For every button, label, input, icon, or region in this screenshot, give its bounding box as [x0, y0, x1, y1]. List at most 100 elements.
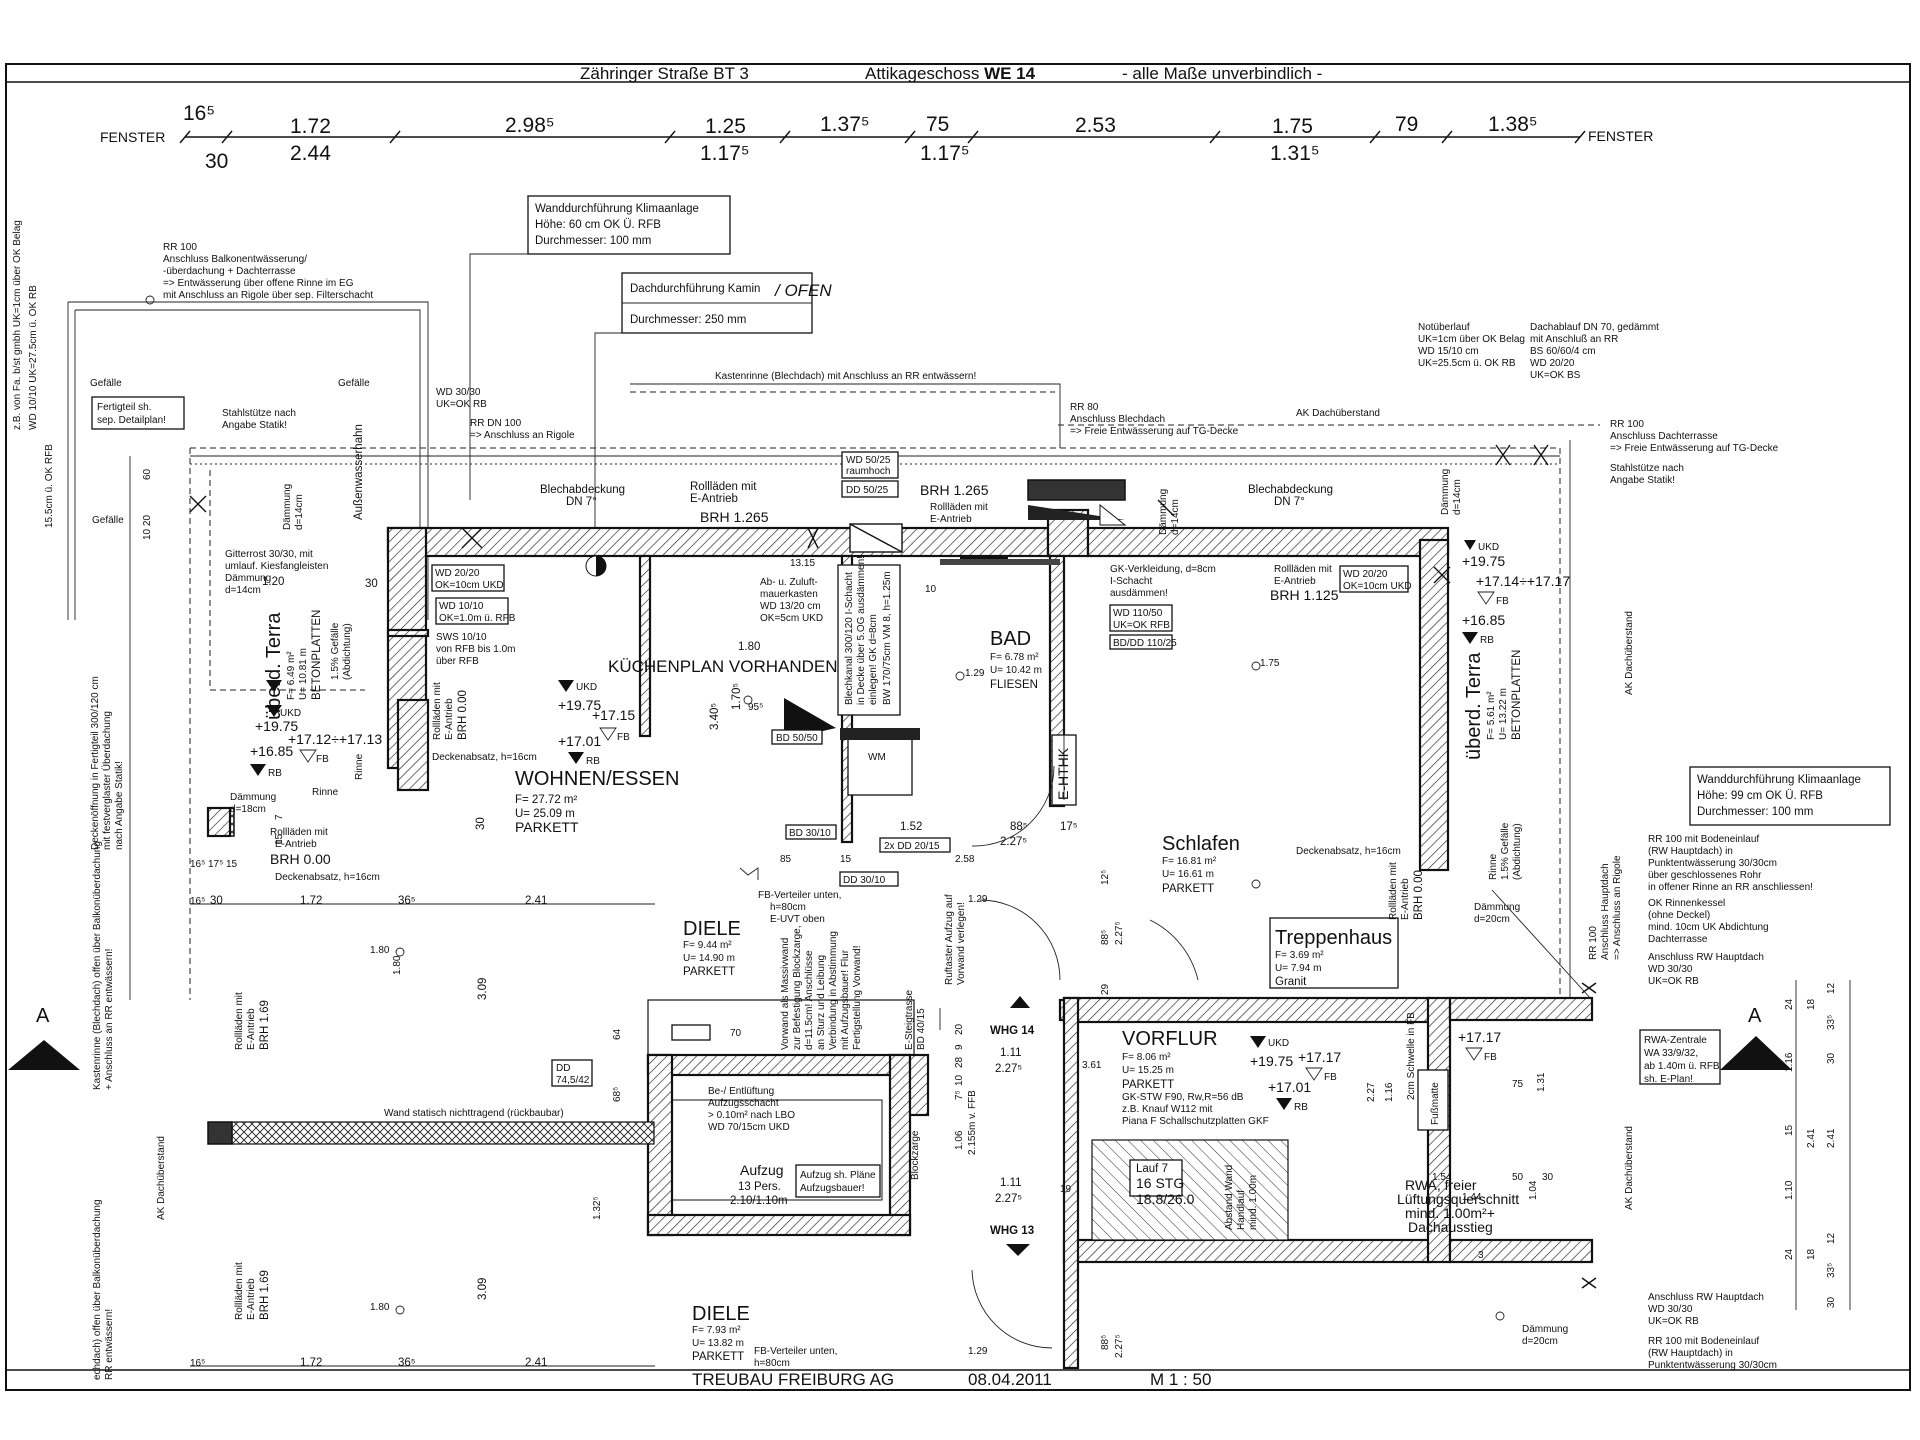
svg-text:+17.14÷+17.17: +17.14÷+17.17: [1476, 573, 1570, 589]
svg-text:1.29: 1.29: [968, 894, 988, 905]
svg-text:F= 3.69 m²: F= 3.69 m²: [1275, 950, 1324, 961]
svg-text:(Abdichtung): (Abdichtung): [1512, 823, 1523, 880]
svg-text:Durchmesser: 100 mm: Durchmesser: 100 mm: [1697, 806, 1813, 818]
note-left-vertical-3: 15.5cm ü. OK RFB: [44, 444, 55, 528]
svg-text:mit Aufzugsbauer! Flur: mit Aufzugsbauer! Flur: [840, 949, 851, 1050]
svg-text:Aufzug sh. Pläne: Aufzug sh. Pläne: [800, 1170, 876, 1181]
svg-text:2.27⁵: 2.27⁵: [1000, 836, 1027, 848]
svg-text:1.80: 1.80: [370, 1302, 390, 1313]
svg-text:d=20cm: d=20cm: [1474, 914, 1510, 925]
svg-text:OK=10cm UKD: OK=10cm UKD: [435, 580, 504, 591]
svg-text:=> Freie Entwässerung auf TG-D: => Freie Entwässerung auf TG-Decke: [1610, 443, 1779, 454]
svg-text:+17.01: +17.01: [558, 733, 601, 749]
note-rr100-top: RR 100 Anschluss Balkonentwässerung/ -üb…: [145, 242, 373, 305]
roof-edges: [67, 301, 1600, 1005]
svg-text:UK=25.5cm ü. OK RB: UK=25.5cm ü. OK RB: [1418, 358, 1516, 369]
svg-text:Wand statisch nichttragend (rü: Wand statisch nichttragend (rückbaubar): [384, 1108, 564, 1119]
svg-text:1.16: 1.16: [1384, 1082, 1395, 1102]
svg-text:E-Antrieb: E-Antrieb: [1274, 576, 1316, 587]
svg-text:FB: FB: [617, 732, 630, 743]
svg-text:UKD: UKD: [1478, 542, 1499, 553]
fb-verteiler-2-line2: h=80cm: [754, 1358, 790, 1369]
svg-text:WD 20/20: WD 20/20: [1530, 358, 1575, 369]
svg-text:(Abdichtung): (Abdichtung): [342, 623, 353, 680]
svg-text:+16.85: +16.85: [1462, 612, 1505, 628]
svg-text:30: 30: [475, 817, 487, 830]
svg-text:36⁵: 36⁵: [398, 1357, 416, 1369]
svg-text:PARKETT: PARKETT: [1122, 1079, 1174, 1091]
svg-text:WD 30/30: WD 30/30: [1648, 964, 1693, 975]
svg-text:3: 3: [1478, 1250, 1484, 1261]
svg-text:BRH 1.265: BRH 1.265: [920, 482, 989, 498]
svg-text:2.58: 2.58: [955, 854, 975, 865]
svg-text:16⁵: 16⁵: [190, 1358, 205, 1369]
svg-text:15: 15: [840, 854, 852, 865]
svg-text:WD 50/25: WD 50/25: [846, 455, 891, 466]
svg-text:64: 64: [612, 1028, 623, 1040]
svg-text:E-Antrieb: E-Antrieb: [444, 698, 455, 740]
svg-text:=> Entwässerung über offene Ri: => Entwässerung über offene Rinne im EG: [163, 278, 354, 289]
svg-text:Rinne: Rinne: [312, 787, 339, 798]
svg-text:13.15: 13.15: [790, 558, 815, 569]
svg-text:18.8/26.0: 18.8/26.0: [1136, 1191, 1195, 1207]
svg-text:75: 75: [1512, 1079, 1524, 1090]
svg-text:30: 30: [1826, 1296, 1837, 1308]
svg-text:U= 10.42 m: U= 10.42 m: [990, 665, 1042, 676]
svg-text:E-Antrieb: E-Antrieb: [275, 839, 317, 850]
svg-text:ausdämmen!: ausdämmen!: [1110, 588, 1168, 599]
svg-text:E-Antrieb: E-Antrieb: [1400, 878, 1411, 920]
svg-text:einlegen! GK d=8cm: einlegen! GK d=8cm: [868, 614, 879, 705]
svg-text:2.10/1.10m: 2.10/1.10m: [730, 1195, 788, 1207]
svg-text:Dämmung: Dämmung: [225, 573, 271, 584]
svg-text:F= 8.06 m²: F= 8.06 m²: [1122, 1052, 1171, 1063]
svg-text:WD 15/10 cm: WD 15/10 cm: [1418, 346, 1479, 357]
footer-scale: M 1 : 50: [1150, 1370, 1211, 1389]
note-dachablauf: Dachablauf DN 70, gedämmt mit Anschluß a…: [1530, 322, 1659, 381]
svg-text:PARKETT: PARKETT: [1162, 883, 1214, 895]
svg-text:Rinne: Rinne: [1488, 853, 1499, 880]
svg-text:3.40⁵: 3.40⁵: [709, 703, 721, 730]
svg-text:in offener Rinne an RR anschli: in offener Rinne an RR anschliessen!: [1648, 882, 1813, 893]
note-left-vertical-1: z.B. von Fa. b/st gmbh UK=1cm über OK Be…: [12, 220, 23, 430]
svg-text:Piana F Schallschutzplatten GK: Piana F Schallschutzplatten GKF: [1122, 1116, 1269, 1127]
svg-text:überd. Terra: überd. Terra: [1463, 652, 1485, 760]
svg-text:2.41: 2.41: [525, 895, 547, 907]
svg-text:50: 50: [1512, 1172, 1524, 1183]
footer-date: 08.04.2011: [968, 1370, 1052, 1389]
svg-text:echdach) offen über Balkonüber: echdach) offen über Balkonüberdachung: [92, 1199, 103, 1380]
svg-text:DN 7°: DN 7°: [566, 496, 597, 508]
svg-text:Punktentwässerung 30/30cm: Punktentwässerung 30/30cm: [1648, 1360, 1777, 1371]
svg-text:+19.75: +19.75: [1250, 1053, 1293, 1069]
svg-text:3.09: 3.09: [477, 978, 489, 1000]
svg-text:d=18cm: d=18cm: [230, 804, 266, 815]
svg-text:h=80cm: h=80cm: [770, 902, 806, 913]
label-gefaelle-1: Gefälle: [90, 378, 122, 389]
svg-text:33⁵: 33⁵: [1826, 1263, 1837, 1278]
svg-text:1.06: 1.06: [954, 1130, 965, 1150]
svg-text:umlauf. Kiesfangleisten: umlauf. Kiesfangleisten: [225, 561, 328, 572]
svg-text:1.31: 1.31: [1536, 1072, 1547, 1092]
fenster-left: FENSTER: [100, 129, 165, 145]
svg-text:FB: FB: [1484, 1052, 1497, 1063]
svg-text:10: 10: [925, 584, 937, 595]
svg-text:mauerkasten: mauerkasten: [760, 589, 818, 600]
svg-text:Fertigstellung Vorwand!: Fertigstellung Vorwand!: [852, 945, 863, 1050]
dim-60: 60: [142, 468, 153, 480]
svg-text:(RW Hauptdach) in: (RW Hauptdach) in: [1648, 846, 1733, 857]
svg-text:PARKETT: PARKETT: [683, 966, 735, 978]
svg-text:Wanddurchführung Klimaanlage: Wanddurchführung Klimaanlage: [535, 203, 699, 215]
room-schlafen: Schlafen F= 16.81 m² U= 16.61 m PARKETT: [1162, 833, 1240, 895]
svg-text:OK=10cm UKD: OK=10cm UKD: [1343, 581, 1412, 592]
svg-text:+17.15: +17.15: [592, 707, 635, 723]
svg-text:F= 6.78 m²: F= 6.78 m²: [990, 652, 1039, 663]
dim-bottom-3: 1.17⁵: [700, 142, 750, 165]
note-left-vertical-2: WD 10/10 UK=27.5cm ü. OK RB: [28, 285, 39, 430]
label-aussenwasserhahn: Außenwasserhahn: [353, 424, 365, 520]
svg-text:95⁵: 95⁵: [748, 702, 763, 713]
svg-text:3.09: 3.09: [477, 1278, 489, 1300]
svg-text:d=20cm: d=20cm: [1522, 1336, 1558, 1347]
svg-text:FB: FB: [1496, 596, 1509, 607]
svg-text:2.155m v. FFB: 2.155m v. FFB: [967, 1090, 978, 1155]
svg-text:Blockzarge: Blockzarge: [910, 1130, 921, 1180]
